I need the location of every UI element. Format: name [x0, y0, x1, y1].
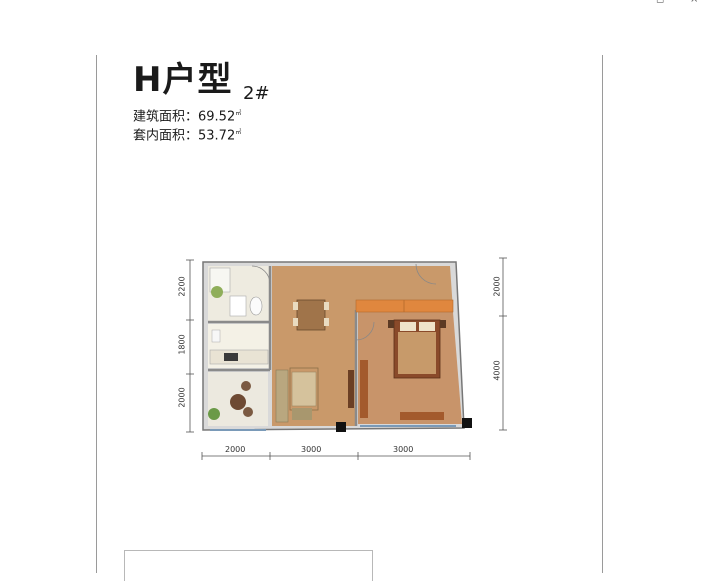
bath-sink [229, 295, 247, 317]
balcony-plant [208, 408, 220, 420]
balcony-table [230, 394, 246, 410]
dining-table [296, 299, 326, 331]
toilet [249, 296, 263, 316]
right-dimension-line [499, 257, 507, 431]
dim-bottom-2: 3000 [301, 445, 322, 454]
left-frame-line [96, 55, 97, 573]
bedroom-dresser [360, 360, 368, 418]
dim-right-1: 2000 [492, 276, 502, 297]
bottom-info-box [124, 550, 373, 581]
bedroom-door [355, 321, 375, 341]
kitchen-counter [209, 349, 269, 365]
coffee-table [291, 371, 317, 407]
inner-area: 套内面积：53.72㎡ [133, 125, 241, 144]
unit-type-title: H户型 [133, 60, 233, 100]
bed-sheet [398, 332, 436, 374]
dim-right-2: 4000 [492, 360, 502, 381]
pillow-1 [400, 322, 416, 331]
nightstand-2 [440, 320, 446, 328]
close-icon[interactable]: × [690, 0, 698, 5]
bottom-dimension-line [201, 452, 471, 460]
bedroom-bench [400, 412, 444, 420]
dining-chair-1 [293, 302, 298, 310]
floor-plan [186, 257, 507, 460]
bath-door [251, 265, 271, 285]
sofa [275, 369, 289, 423]
right-frame-line [602, 55, 603, 573]
dining-chair-3 [293, 318, 298, 326]
gross-area-text: 建筑面积：69.52 [133, 109, 236, 125]
armchair [292, 408, 312, 420]
nightstand-1 [388, 320, 394, 328]
wardrobe [355, 299, 454, 313]
gross-area-unit: ㎡ [235, 110, 242, 117]
dining-chair-2 [324, 302, 329, 310]
left-dimension-line [186, 259, 194, 433]
dim-left-3: 2000 [177, 387, 187, 408]
building-number: 2# [243, 83, 270, 104]
restore-icon[interactable]: ◻ [656, 0, 664, 5]
balcony-chair-1 [241, 381, 251, 391]
balcony-chair-2 [243, 407, 253, 417]
fridge [211, 329, 221, 343]
inner-area-text: 套内面积：53.72 [133, 128, 236, 144]
gross-area: 建筑面积：69.52㎡ [133, 106, 241, 125]
inner-area-unit: ㎡ [235, 129, 242, 136]
dim-bottom-1: 2000 [225, 445, 246, 454]
tv-cabinet [348, 370, 354, 408]
dim-left-2: 1800 [177, 334, 187, 355]
dim-bottom-3: 3000 [393, 445, 414, 454]
pillar-1 [336, 422, 346, 432]
shower-plant [211, 286, 223, 298]
stove [224, 353, 238, 361]
entry-door [415, 263, 437, 285]
dim-left-1: 2200 [177, 276, 187, 297]
pillar-2 [462, 418, 472, 428]
pillow-2 [419, 322, 435, 331]
dining-chair-4 [324, 318, 329, 326]
